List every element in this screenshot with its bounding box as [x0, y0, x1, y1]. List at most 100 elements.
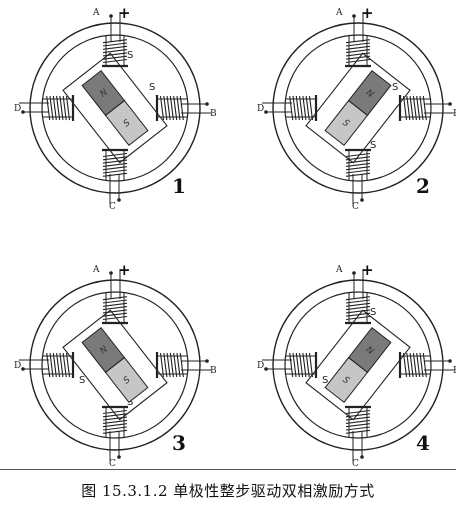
winding-coil: [179, 352, 184, 378]
winding-coil: [305, 352, 310, 378]
winding-coil: [345, 58, 371, 64]
terminal-dot: [448, 359, 452, 363]
winding-coil: [46, 95, 51, 121]
stator-pole-left: [19, 95, 75, 121]
winding-coil: [345, 413, 371, 418]
terminal-dot: [109, 271, 113, 275]
winding-coil: [59, 352, 64, 378]
stator-s-marker-left: S: [322, 375, 328, 386]
stator-pole-left: [262, 95, 318, 121]
winding-coil: [289, 352, 294, 378]
winding-coil: [345, 159, 371, 164]
stator-pole-left: [262, 352, 318, 378]
terminal-dot: [21, 110, 25, 114]
winding-coil: [289, 95, 294, 121]
winding-coil: [56, 352, 61, 378]
rotor-south-label: S: [340, 375, 351, 387]
winding-coil: [102, 52, 128, 57]
winding-coil: [345, 296, 371, 301]
winding-coil: [302, 352, 307, 378]
rotor-north-label: N: [98, 87, 110, 99]
winding-coil: [65, 95, 71, 121]
winding-coil: [102, 419, 128, 424]
rotor-frame: [305, 52, 411, 164]
terminal-dot: [205, 359, 209, 363]
winding-coil: [402, 95, 408, 121]
terminal-label-b: B: [210, 366, 217, 376]
terminal-dot: [360, 455, 364, 459]
rotor-south-pole: [104, 356, 149, 404]
terminal-label-c: C: [109, 459, 116, 469]
winding-coil: [176, 95, 181, 121]
rotor-frame: [305, 309, 411, 421]
terminal-plus: +: [118, 4, 131, 22]
stator-inner-ring: [41, 291, 189, 439]
terminal-label-d: D: [14, 104, 21, 114]
winding-coil: [102, 49, 128, 54]
winding-coil: [345, 429, 371, 434]
figure-caption: 图 15.3.1.2 单极性整步驱动双相激励方式: [81, 482, 375, 500]
stator-pole-right: [398, 352, 454, 378]
stator-pole-top: [345, 12, 371, 68]
rotor-frame: [62, 52, 168, 164]
winding-coil: [163, 95, 168, 121]
stator-pole-right: [155, 352, 211, 378]
step-number: 3: [172, 431, 186, 455]
winding-coil: [406, 95, 411, 121]
terminal-label-c: C: [352, 459, 359, 469]
stator-pole-bottom: [102, 405, 128, 461]
winding-coil: [345, 162, 371, 167]
terminal-dot: [264, 367, 268, 371]
winding-coil: [345, 302, 371, 307]
winding-coil: [52, 95, 57, 121]
winding-coil: [345, 419, 371, 424]
winding-coil: [159, 95, 165, 121]
stator-inner-ring: [284, 34, 432, 182]
terminal-label-d: D: [14, 361, 21, 371]
terminal-label-c: C: [109, 202, 116, 212]
winding-coil: [345, 52, 371, 57]
terminal-plus: +: [361, 261, 374, 279]
winding-coil: [102, 58, 128, 64]
rotor-south-pole: [324, 99, 369, 147]
winding-coil: [345, 306, 371, 311]
winding-coil: [422, 352, 427, 378]
winding-coil: [292, 95, 297, 121]
stator-pole-bottom: [102, 148, 128, 204]
winding-coil: [102, 413, 128, 418]
stator-outer-ring: [272, 22, 444, 194]
winding-coil: [406, 352, 411, 378]
rotor: NS: [305, 309, 411, 421]
stator-s-marker-top: S: [370, 307, 376, 318]
winding-coil: [163, 352, 168, 378]
stator-pole-top: [102, 12, 128, 68]
winding-coil: [308, 95, 314, 121]
winding-coil: [102, 169, 128, 174]
stator-s-marker-top: S: [127, 50, 133, 61]
terminal-dot: [109, 14, 113, 18]
winding-coil: [102, 426, 128, 431]
stator-s-marker-bottom: S: [370, 140, 376, 151]
winding-coil: [416, 95, 421, 121]
winding-coil: [102, 162, 128, 167]
winding-coil: [302, 95, 307, 121]
winding-coil: [345, 426, 371, 431]
rotor-south-label: S: [122, 118, 133, 130]
terminal-label-c: C: [352, 202, 359, 212]
winding-coil: [412, 95, 417, 121]
stator-pole-bottom: [345, 405, 371, 461]
winding-coil: [305, 95, 310, 121]
winding-coil: [62, 352, 67, 378]
terminal-label-b: B: [453, 366, 456, 376]
stator-outer-ring: [29, 279, 201, 451]
terminal-dot: [352, 14, 356, 18]
stator-outer-ring: [272, 279, 444, 451]
winding-coil: [345, 312, 371, 317]
stator-pole-left: [19, 352, 75, 378]
stator-inner-ring: [284, 291, 432, 439]
stator-s-marker-bottom: S: [127, 397, 133, 408]
rotor-south-label: S: [340, 118, 351, 130]
terminal-label-a: A: [92, 265, 100, 275]
caption-divider: [0, 469, 456, 470]
